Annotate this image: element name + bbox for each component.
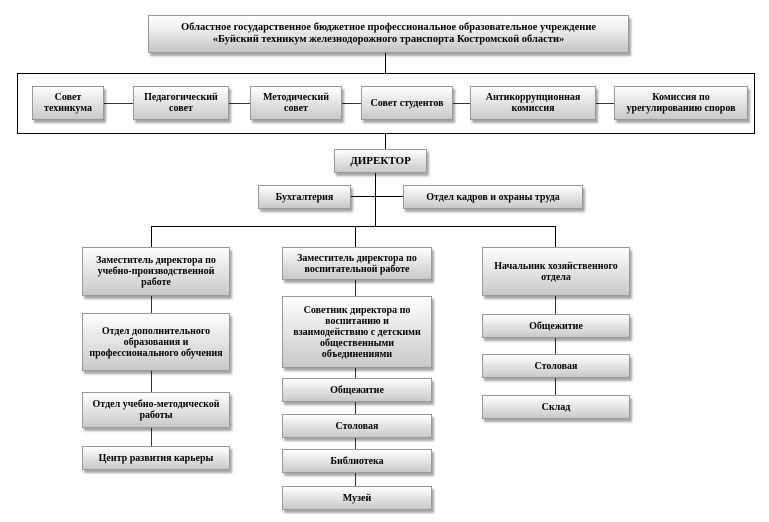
- col2-advisor: Советник директора по воспитанию и взаим…: [282, 296, 432, 368]
- col1-item-career: Центр развития карьеры: [82, 446, 230, 470]
- connector-col3-drop: [555, 226, 556, 248]
- col3-item-canteen: Столовая: [482, 354, 630, 378]
- connector-columns-bus: [151, 226, 555, 227]
- col1-head-label: Заместитель директора по учебно-производ…: [96, 255, 216, 288]
- director-box: ДИРЕКТОР: [334, 149, 427, 173]
- accounting-box: Бухгалтерия: [258, 185, 351, 209]
- council-disputes: Комиссия по урегулированию споров: [614, 86, 748, 120]
- connector-col1-vertical: [151, 296, 152, 446]
- col1-head: Заместитель директора по учебно-производ…: [82, 247, 230, 296]
- col2-item-library-label: Библиотека: [330, 455, 384, 467]
- col2-item-canteen-label: Столовая: [335, 420, 379, 432]
- council-anticorruption-label: Антикоррупционная комиссия: [485, 92, 581, 114]
- col3-item-warehouse: Склад: [482, 395, 630, 419]
- col2-item-dorm: Общежитие: [282, 378, 432, 402]
- council-pedagogical-label: Педагогический совет: [144, 92, 218, 114]
- hr-box: Отдел кадров и охраны труда: [403, 185, 583, 209]
- institution-name-line1: Областное государственное бюджетное проф…: [180, 22, 597, 33]
- col2-item-museum: Музей: [282, 486, 432, 510]
- council-tech-label: Совет техникума: [44, 92, 92, 114]
- council-students: Совет студентов: [361, 86, 453, 120]
- council-tech: Совет техникума: [32, 86, 104, 120]
- connector-col3-vertical: [555, 296, 556, 406]
- col3-item-dorm: Общежитие: [482, 314, 630, 338]
- col3-item-dorm-label: Общежитие: [529, 320, 583, 332]
- col1-item-career-label: Центр развития карьеры: [98, 452, 214, 464]
- connector-col2-drop: [355, 226, 356, 248]
- col3-head: Начальник хозяйственного отдела: [482, 247, 630, 296]
- col3-head-label: Начальник хозяйственного отдела: [494, 260, 618, 283]
- col3-item-canteen-label: Столовая: [534, 360, 578, 372]
- col2-head: Заместитель директора по воспитательной …: [282, 247, 432, 280]
- connector-top-to-frame: [385, 52, 386, 74]
- institution-title: Областное государственное бюджетное проф…: [148, 15, 629, 53]
- col2-item-canteen: Столовая: [282, 414, 432, 438]
- council-students-label: Совет студентов: [370, 97, 444, 109]
- council-methodical: Методический совет: [250, 86, 342, 120]
- col1-item-dopobr: Отдел дополнительного образования и проф…: [82, 313, 230, 371]
- accounting-label: Бухгалтерия: [275, 191, 334, 203]
- connector-frame-to-director: [385, 133, 386, 150]
- col1-item-dopobr-label: Отдел дополнительного образования и проф…: [89, 325, 223, 359]
- councils-link-line: [104, 103, 614, 104]
- connector-director-services: [351, 196, 404, 197]
- institution-name-line2: «Буйский техникум железнодорожного транс…: [212, 34, 565, 45]
- director-label: ДИРЕКТОР: [350, 154, 411, 167]
- col2-item-dorm-label: Общежитие: [330, 384, 384, 396]
- col2-head-label: Заместитель директора по воспитательной …: [297, 252, 417, 275]
- connector-director-trunk: [375, 172, 376, 226]
- col1-item-method: Отдел учебно-методической работы: [82, 392, 230, 428]
- council-methodical-label: Методический совет: [263, 92, 329, 114]
- connector-col1-drop: [151, 226, 152, 248]
- council-disputes-label: Комиссия по урегулированию споров: [626, 92, 736, 114]
- hr-label: Отдел кадров и охраны труда: [426, 191, 560, 203]
- col2-advisor-label: Советник директора по воспитанию и взаим…: [293, 304, 421, 360]
- col2-item-museum-label: Музей: [342, 492, 372, 504]
- col2-item-library: Библиотека: [282, 449, 432, 473]
- council-anticorruption: Антикоррупционная комиссия: [470, 86, 596, 120]
- col1-item-method-label: Отдел учебно-методической работы: [92, 399, 220, 421]
- col3-item-warehouse-label: Склад: [541, 401, 571, 413]
- council-pedagogical: Педагогический совет: [133, 86, 229, 120]
